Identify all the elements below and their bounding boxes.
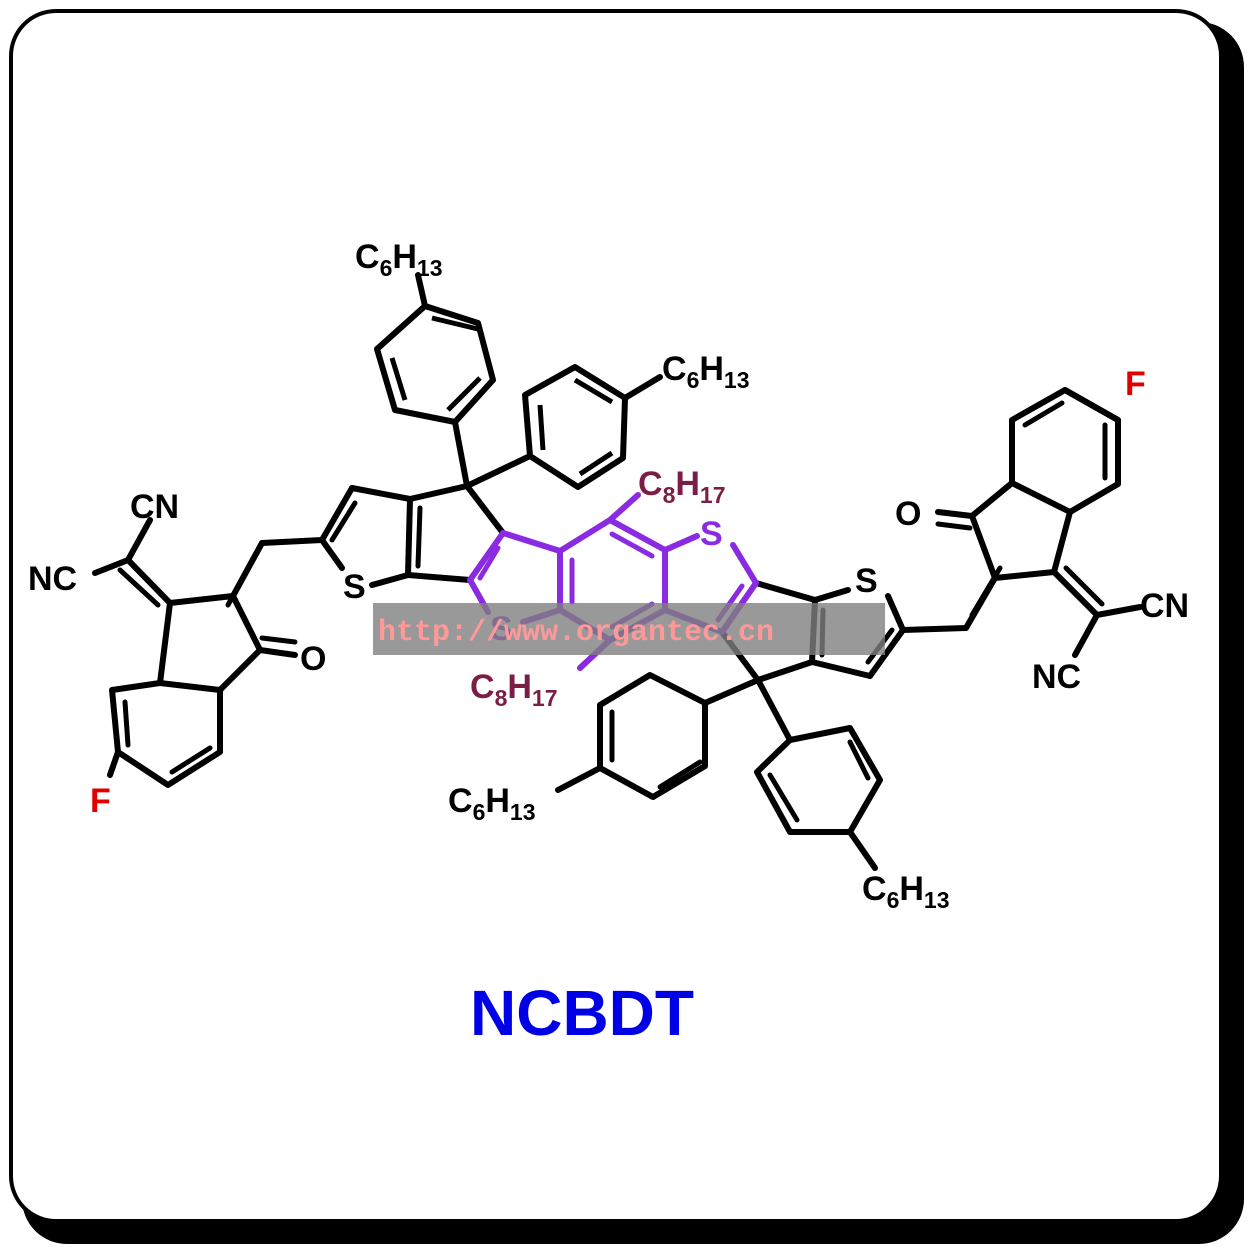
cyano-label-left: NC bbox=[28, 560, 77, 598]
octyl-label-bottom: C8H17 bbox=[470, 668, 558, 711]
hexyl-label-bottom-left: C6H13 bbox=[448, 782, 536, 825]
watermark-background bbox=[373, 603, 885, 655]
cyano-label-left-top: CN bbox=[130, 488, 179, 526]
fluorine-label-left: F bbox=[90, 782, 111, 820]
sulfur-label-right-thiophene: S bbox=[855, 562, 878, 600]
black-bonds bbox=[92, 272, 1143, 871]
compound-title: NCBDT bbox=[470, 977, 694, 1049]
octyl-label-top: C8H17 bbox=[638, 465, 726, 508]
watermark: http://www.organtec.cn bbox=[373, 603, 885, 655]
sulfur-label-core-top: S bbox=[700, 515, 723, 553]
oxygen-label-right: O bbox=[895, 495, 921, 533]
watermark-text: http://www.organtec.cn bbox=[378, 616, 774, 650]
hexyl-label-top-left: C6H13 bbox=[355, 238, 443, 281]
hexyl-label-top-center: C6H13 bbox=[662, 350, 750, 393]
aryl-inner-bonds bbox=[389, 315, 614, 477]
alkyl-labels: C6H13 C6H13 C6H13 C6H13 C8H17 C8H17 bbox=[355, 238, 950, 913]
sulfur-label-left-thiophene: S bbox=[343, 568, 366, 606]
cyano-label-right: CN bbox=[1140, 587, 1189, 625]
oxygen-label-left: O bbox=[300, 640, 326, 678]
cyano-label-right-bottom: NC bbox=[1032, 658, 1081, 696]
fluorine-label-right: F bbox=[1125, 365, 1146, 403]
hexyl-label-bottom-right: C6H13 bbox=[862, 870, 950, 913]
